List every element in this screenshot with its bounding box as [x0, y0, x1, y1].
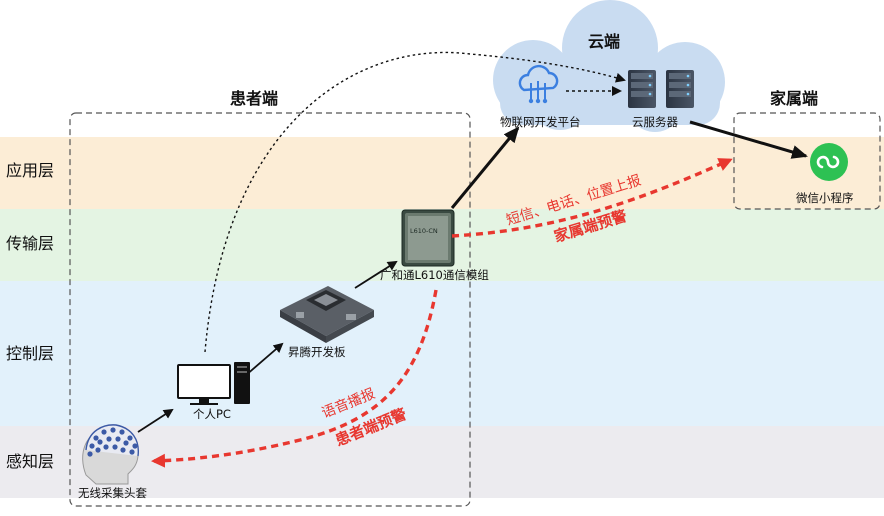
- chip-module-icon: L610-CN: [401, 209, 455, 267]
- wechat-miniprogram-icon: [810, 143, 848, 181]
- module-to-headset-red-arrow: [151, 289, 438, 468]
- comm-module-label: 广和通L610通信模组: [380, 268, 489, 282]
- band-perception: [0, 426, 884, 498]
- cloud-region: [493, 0, 725, 132]
- pc-to-server-dotted-arrow: [204, 51, 626, 353]
- dev-board-icon: [280, 286, 374, 343]
- iot-cloud-icon: [518, 64, 559, 104]
- band-application: [0, 137, 884, 209]
- server-to-wechat-arrow: [689, 120, 808, 159]
- layer-label-control: 控制层: [6, 344, 54, 363]
- family-region-box: [733, 112, 881, 210]
- patient-region-title: 患者端: [230, 89, 278, 108]
- wechat-app-label: 微信小程序: [796, 191, 854, 205]
- board-to-module-arrow: [354, 260, 398, 289]
- cloud-server-label: 云服务器: [632, 115, 678, 129]
- patient-region-box: [69, 112, 471, 507]
- pc-to-board-arrow: [244, 342, 284, 377]
- module-chip-text: L610-CN: [410, 227, 438, 235]
- family-region-title: 家属端: [770, 89, 818, 108]
- headset-label: 无线采集头套: [78, 486, 147, 500]
- cloud-region-title: 云端: [588, 32, 620, 51]
- module-to-family-red-arrow: [451, 158, 733, 238]
- headset-to-pc-arrow: [137, 408, 174, 433]
- layer-label-transport: 传输层: [6, 234, 54, 253]
- layer-label-perception: 感知层: [6, 452, 54, 471]
- iot-platform-label: 物联网开发平台: [500, 115, 581, 129]
- module-to-iot-arrow: [450, 126, 520, 209]
- pc-label: 个人PC: [193, 407, 231, 421]
- server-rack-icon: [628, 70, 694, 108]
- band-control: [0, 281, 884, 426]
- layer-label-application: 应用层: [6, 161, 54, 180]
- eeg-headset-icon: [82, 424, 139, 485]
- desktop-computer-icon: [177, 362, 250, 405]
- ascend-board-label: 昇腾开发板: [288, 345, 346, 359]
